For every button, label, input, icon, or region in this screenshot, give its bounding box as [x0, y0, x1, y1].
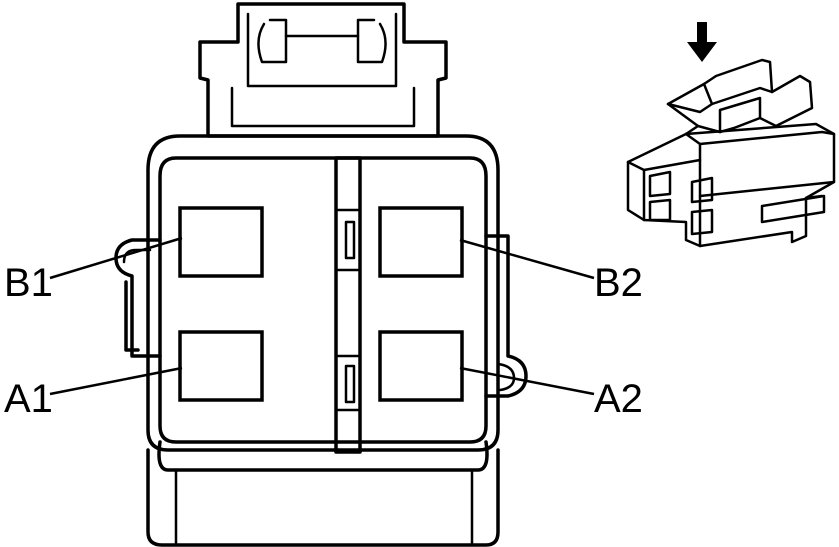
- inner-cavity: [158, 156, 488, 444]
- pin-cavity-b1: [178, 206, 264, 278]
- outer-housing: [146, 134, 500, 452]
- right-side-ear: [484, 234, 528, 398]
- connector-isometric-view: [626, 22, 836, 248]
- connector-face-view: B1 A1 B2 A2: [4, 2, 643, 547]
- pin-cavity-b2: [378, 206, 464, 278]
- down-arrow-icon: [687, 22, 717, 62]
- leader-line-b1: [49, 236, 183, 280]
- bottom-skirt: [146, 440, 500, 547]
- pin-label-a1: A1: [4, 377, 53, 421]
- pin-label-b1: B1: [4, 261, 53, 305]
- leader-line-a1: [49, 366, 183, 396]
- left-side-ear: [114, 238, 162, 358]
- latch-tab: [198, 2, 448, 138]
- center-divider: [334, 156, 362, 454]
- pin-cavity-a1: [178, 330, 264, 402]
- pin-label-b2: B2: [594, 261, 643, 305]
- leader-line-a2: [459, 366, 595, 396]
- leader-line-b2: [459, 238, 595, 280]
- pin-label-a2: A2: [594, 377, 643, 421]
- pin-cavity-a2: [378, 330, 464, 402]
